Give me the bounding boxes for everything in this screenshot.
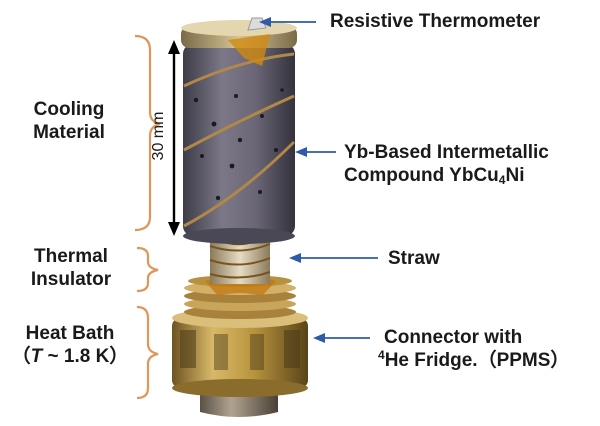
arrow-straw [289,253,378,263]
label-compound: Yb-Based Intermetallic Compound YbCu4Ni [344,141,549,187]
label-compound-line2: Compound YbCu4Ni [344,165,525,187]
connector-brass [172,308,308,397]
bracket-heat-bath [136,305,159,400]
label-connector: Connector with 4He Fridge.（PPMS） [378,326,569,372]
label-straw: Straw [388,248,440,269]
label-cooling-line2: Material [33,122,105,143]
label-heat-bath: Heat Bath （T ~ 1.8 K） [4,322,136,368]
bracket-thermal-insulator [136,246,159,293]
label-thermal-line2: Insulator [30,269,112,290]
bracket-cooling-material [134,34,161,232]
arrow-compound [295,147,336,157]
label-thermal-insulator: Thermal Insulator [12,245,130,291]
label-connector-line2: 4He Fridge.（PPMS） [378,348,570,371]
label-heat-bath-line1: Heat Bath [25,323,115,344]
label-connector-line1: Connector with [384,327,523,348]
arrow-resistive-thermometer [259,17,316,27]
arrow-connector [313,333,370,343]
label-cooling-material: Cooling Material [10,98,128,144]
label-thermal-line1: Thermal [34,246,108,267]
sample-photo [172,17,308,417]
dimension-arrow [168,40,180,236]
label-cooling-line1: Cooling [33,99,105,120]
cooling-cylinder [183,44,296,244]
dimension-label: 30 mm [150,112,167,161]
label-heat-bath-line2: （T ~ 1.8 K） [11,346,129,367]
label-resistive-thermometer: Resistive Thermometer [330,11,541,32]
label-compound-line1: Yb-Based Intermetallic [344,142,549,163]
